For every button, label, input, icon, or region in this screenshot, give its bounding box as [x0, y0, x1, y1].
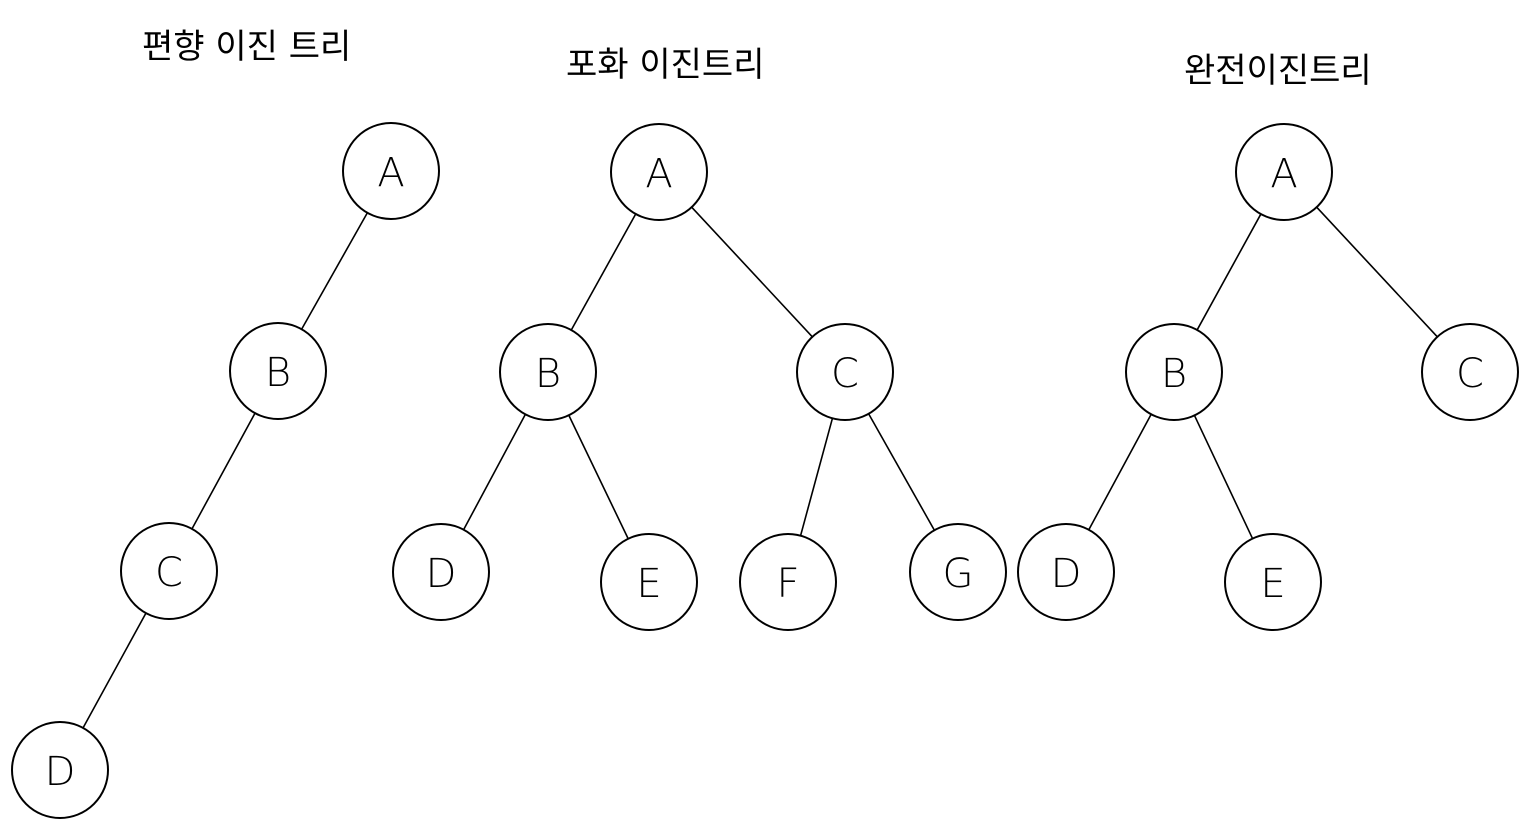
node-circle [1017, 523, 1115, 621]
node-label: A [377, 150, 404, 196]
tree1-node-C: C [120, 522, 218, 620]
tree2-node-G: G [909, 523, 1007, 621]
node-label: B [535, 351, 561, 397]
tree1-node-A: A [342, 122, 440, 220]
node-circle [600, 533, 698, 631]
node-label: G [943, 551, 974, 597]
node-label: E [636, 561, 661, 607]
tree1-edge-A-B [300, 212, 369, 330]
tree3-edge-B-D [1088, 413, 1152, 531]
tree2-edge-A-C [691, 206, 813, 338]
tree2-node-C: C [796, 323, 894, 421]
full-tree-title: 포화 이진트리 [566, 45, 765, 85]
tree2-node-B: B [499, 323, 597, 421]
tree3-node-C: C [1421, 323, 1519, 421]
node-circle [739, 533, 837, 631]
tree3-node-A: A [1235, 123, 1333, 221]
node-label: C [155, 550, 183, 596]
node-label: A [1270, 151, 1297, 197]
node-circle [610, 123, 708, 221]
node-circle [909, 523, 1007, 621]
tree2-edge-C-G [867, 413, 936, 531]
tree3-edge-A-B [1196, 213, 1262, 331]
nodes-layer: A B C D A B C D E F G A B C D E [11, 122, 1519, 819]
tree1-node-B: B [229, 322, 327, 420]
node-circle [1235, 123, 1333, 221]
node-circle [796, 323, 894, 421]
tree2-edge-B-D [462, 413, 527, 531]
node-circle [1421, 323, 1519, 421]
node-label: E [1260, 561, 1285, 607]
tree2-node-F: F [739, 533, 837, 631]
tree1-edge-C-D [82, 612, 147, 729]
tree3-node-D: D [1017, 523, 1115, 621]
node-label: D [426, 551, 457, 597]
tree3-node-B: B [1125, 323, 1223, 421]
node-circle [11, 721, 109, 819]
tree1-node-D: D [11, 721, 109, 819]
node-label: D [45, 749, 76, 795]
tree1-edge-B-C [191, 412, 256, 530]
node-circle [1125, 323, 1223, 421]
node-circle [1224, 533, 1322, 631]
tree2-edge-A-B [570, 213, 637, 331]
tree2-node-D: D [392, 523, 490, 621]
node-circle [342, 122, 440, 220]
tree3-edge-B-E [1193, 415, 1254, 539]
skewed-tree-title: 편향 이진 트리 [142, 27, 351, 67]
node-label: B [1161, 351, 1187, 397]
node-circle [120, 522, 218, 620]
node-label: C [831, 351, 859, 397]
complete-tree-title: 완전이진트리 [1184, 51, 1372, 91]
node-label: C [1456, 351, 1484, 397]
tree3-edge-A-C [1316, 206, 1438, 338]
tree3-node-E: E [1224, 533, 1322, 631]
node-label: B [265, 350, 291, 396]
tree2-node-A: A [610, 123, 708, 221]
edges-layer [82, 206, 1438, 729]
node-circle [229, 322, 327, 420]
node-circle [392, 523, 490, 621]
node-label: A [645, 151, 672, 197]
node-label: D [1051, 551, 1082, 597]
node-label: F [776, 561, 799, 607]
node-circle [499, 323, 597, 421]
tree2-edge-C-F [799, 418, 834, 536]
tree2-edge-B-E [568, 414, 629, 540]
tree2-node-E: E [600, 533, 698, 631]
